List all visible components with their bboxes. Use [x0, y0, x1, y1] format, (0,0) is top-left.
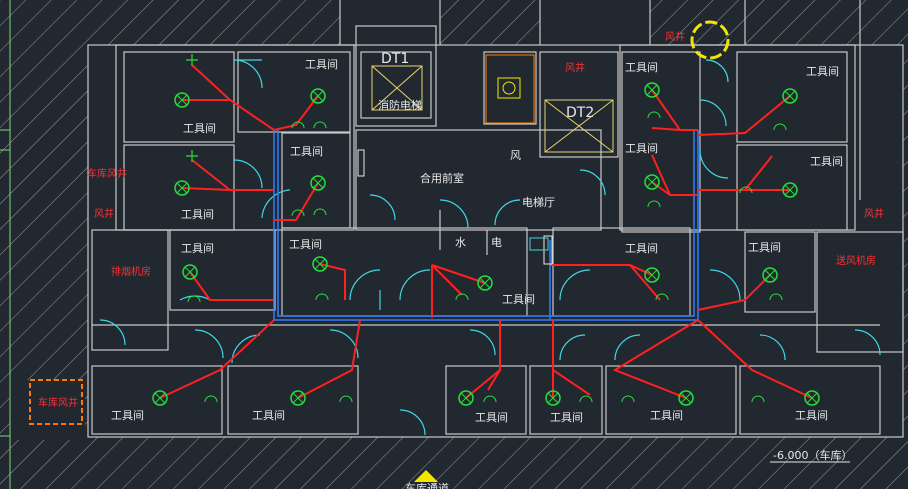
lamp-icon — [782, 182, 798, 198]
fan-shaft-label: 风井 — [94, 207, 114, 220]
tool-room-label: 工具间 — [795, 409, 828, 422]
socket-icon — [739, 186, 753, 194]
wind-shaft-label: 风 — [510, 149, 521, 162]
panel-markers — [357, 149, 553, 265]
lamp-icon — [644, 174, 660, 190]
lamp-icon — [174, 92, 190, 108]
wall-switch-icon — [186, 54, 198, 66]
tool-room-label: 工具间 — [181, 208, 214, 221]
left-axis-lines — [0, 0, 11, 489]
socket-icon — [455, 293, 469, 301]
lamp-icon — [174, 180, 190, 196]
tool-room-label: 工具间 — [748, 241, 781, 254]
elevation-annotation: -6.000（车库） — [770, 448, 852, 463]
socket-icon — [339, 395, 353, 403]
tool-room-label: 工具间 — [252, 409, 285, 422]
lamps — [152, 82, 820, 406]
tool-room-label: 工具间 — [502, 293, 535, 306]
tool-room-label: 工具间 — [625, 142, 658, 155]
garage-box: 车库风井 — [29, 379, 83, 425]
lamp-icon — [804, 390, 820, 406]
lamp-icon — [290, 390, 306, 406]
tool-room-label: 工具间 — [810, 155, 843, 168]
lamp-icon — [477, 275, 493, 291]
tool-room-label: 工具间 — [290, 145, 323, 158]
socket-icon — [751, 395, 765, 403]
fire-elevator-label: 消防电梯 — [378, 98, 422, 112]
garage-box-label: 车库风井 — [38, 396, 78, 409]
lamp-icon — [678, 390, 694, 406]
tool-room-label: 工具间 — [111, 409, 144, 422]
garage-wind-shaft-label: 车库风井 — [87, 167, 127, 180]
socket-icon — [483, 395, 497, 403]
tool-room-label: 工具间 — [550, 411, 583, 424]
fan-unit-icon — [485, 54, 535, 124]
fan-shaft-label: 风井 — [665, 30, 685, 43]
socket-icon — [313, 208, 327, 216]
elevator-hall-label: 电梯厅 — [522, 196, 555, 209]
socket-icon — [769, 293, 783, 301]
lamp-icon — [310, 88, 326, 104]
tool-room-label: 工具间 — [806, 65, 839, 78]
lamp-icon — [182, 264, 198, 280]
bottom-arrow: 车库通道 — [405, 470, 449, 489]
lamp-icon — [152, 390, 168, 406]
dt1-label: DT1 — [381, 51, 409, 67]
switches — [186, 54, 787, 403]
socket-icon — [621, 395, 635, 403]
socket-icon — [647, 111, 661, 119]
supply-fan-room-label: 送风机房 — [836, 254, 876, 267]
tool-room-label: 工具间 — [289, 238, 322, 251]
tool-room-label: 工具间 — [625, 242, 658, 255]
tool-room-label: 工具间 — [475, 411, 508, 424]
yellow-cursor-ring-icon[interactable] — [690, 20, 730, 60]
water-shaft-label: 水 — [455, 236, 466, 249]
interior-walls — [91, 25, 904, 435]
lamp-icon — [644, 82, 660, 98]
socket-icon — [187, 295, 201, 303]
fan-shaft-label: 风井 — [565, 61, 585, 74]
tool-room-label: 工具间 — [181, 242, 214, 255]
socket-icon — [313, 121, 327, 129]
bottom-note-label: 车库通道 — [405, 481, 449, 489]
socket-icon — [579, 395, 593, 403]
socket-icon — [204, 395, 218, 403]
lighting-wiring — [159, 64, 813, 399]
lamp-icon — [762, 267, 778, 283]
lamp-icon — [782, 88, 798, 104]
shared-anteroom-label: 合用前室 — [420, 171, 464, 185]
smoke-exhaust-room-label: 排烟机房 — [111, 265, 151, 278]
dt2-label: DT2 — [566, 105, 594, 121]
wall-switch-icon — [186, 150, 198, 162]
lamp-icon — [312, 256, 328, 272]
lamp-icon — [644, 267, 660, 283]
socket-icon — [315, 293, 329, 301]
fan-shaft-label: 风井 — [864, 207, 884, 220]
socket-icon — [291, 121, 305, 129]
lamp-icon — [458, 390, 474, 406]
socket-icon — [655, 293, 669, 301]
lamp-icon — [310, 175, 326, 191]
tool-room-label: 工具间 — [625, 61, 658, 74]
socket-icon — [773, 123, 787, 131]
doors — [99, 59, 881, 436]
tool-room-label: 工具间 — [183, 122, 216, 135]
electric-shaft-label: 电 — [491, 236, 502, 249]
tool-room-label: 工具间 — [305, 58, 338, 71]
elevator-dt2: DT2 — [544, 99, 614, 153]
socket-icon — [291, 209, 305, 217]
lamp-icon — [545, 390, 561, 406]
tool-room-label: 工具间 — [650, 409, 683, 422]
socket-icon — [647, 200, 661, 208]
elevation-label: -6.000（车库） — [773, 448, 852, 462]
conduit-runs — [273, 130, 699, 321]
room-labels: 工具间 工具间 工具间 工具间 工具间 工具间 工具间 工具间 工具间 工具间 … — [87, 30, 884, 424]
elevator-dt1: DT1 消防电梯 — [360, 51, 432, 119]
